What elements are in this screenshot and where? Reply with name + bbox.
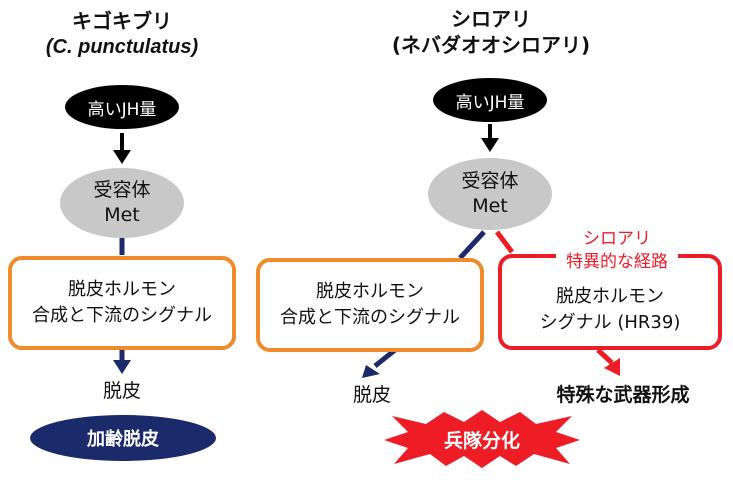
- left-hormone-label: 高いJH量: [87, 99, 157, 120]
- arrow-right-process-to-molt: [362, 348, 397, 378]
- left-title-latin: (C. punctulatus): [45, 36, 199, 58]
- left-receptor-node: 受容体 Met: [60, 168, 184, 238]
- right-title-japanese: (ネバダオオシロアリ): [391, 33, 591, 57]
- right-outcome: 脱皮: [352, 384, 391, 406]
- right-receptor-name: Met: [472, 195, 508, 217]
- left-receptor-name: Met: [104, 204, 140, 226]
- left-process-box: 脱皮ホルモン 合成と下流のシグナル: [8, 256, 236, 350]
- right-hormone-label: 高いJH量: [455, 92, 525, 113]
- left-receptor-label: 受容体: [93, 179, 151, 201]
- explosion-shape-icon: [384, 410, 580, 468]
- left-title: キゴキブリ (C. punctulatus): [22, 8, 222, 60]
- left-outcome: 脱皮: [102, 380, 141, 402]
- left-process-line2: 合成と下流のシグナル: [32, 305, 212, 326]
- arrow-right-receptor-to-process: [458, 230, 486, 260]
- left-hormone-node: 高いJH量: [65, 85, 179, 129]
- arrow-left-process-to-molt: [113, 350, 131, 374]
- right-result-badge: 兵隊分化: [384, 410, 580, 468]
- right-specific-line2: シグナル (HR39): [539, 312, 681, 333]
- right-hormone-node: 高いJH量: [433, 78, 547, 122]
- right-receptor-node: 受容体 Met: [428, 158, 552, 230]
- left-result-badge: 加齢脱皮: [30, 415, 216, 461]
- left-result-label: 加齢脱皮: [87, 429, 159, 450]
- right-receptor-label: 受容体: [461, 170, 519, 192]
- left-title-species: キゴキブリ: [72, 9, 172, 33]
- right-specific-label-line2: 特異的な経路: [566, 252, 668, 272]
- right-process-box: 脱皮ホルモン 合成と下流のシグナル: [256, 258, 484, 352]
- right-specific-label-line1: シロアリ: [583, 229, 651, 249]
- right-process-line2: 合成と下流のシグナル: [280, 307, 460, 328]
- arrow-right-specific-to-weapon: [596, 348, 620, 376]
- arrow-left-hormone-to-receptor: [113, 133, 131, 164]
- right-specific-outcome: 特殊な武器形成: [556, 384, 690, 406]
- left-process-line1: 脱皮ホルモン: [68, 279, 176, 300]
- right-result-label: 兵隊分化: [443, 429, 520, 452]
- arrow-right-receptor-to-specific: [495, 230, 514, 254]
- right-title: シロアリ (ネバダオオシロアリ): [388, 6, 594, 58]
- arrow-right-hormone-to-receptor: [481, 124, 499, 152]
- right-title-species: シロアリ: [451, 7, 531, 31]
- right-specific-line1: 脱皮ホルモン: [556, 286, 664, 307]
- right-specific-pathway-label: シロアリ 特異的な経路: [556, 228, 678, 274]
- right-process-line1: 脱皮ホルモン: [316, 281, 424, 302]
